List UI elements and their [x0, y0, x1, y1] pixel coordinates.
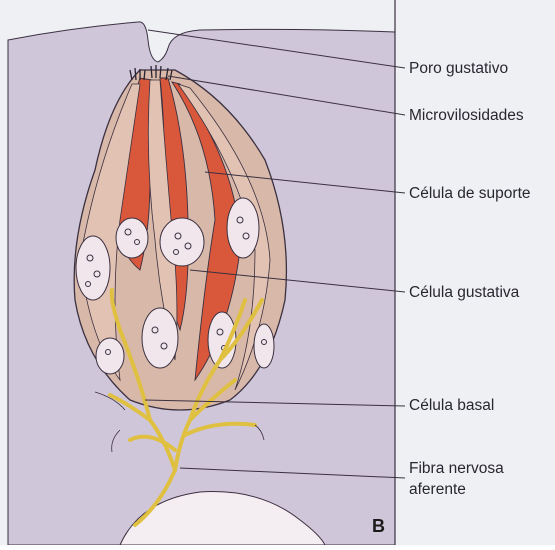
nucleus: [160, 218, 204, 266]
nucleus: [142, 308, 178, 368]
nucleus: [254, 324, 274, 368]
nucleus: [227, 198, 259, 258]
panel-letter: B: [372, 516, 385, 537]
nucleus: [96, 338, 124, 374]
label-basal-cell: Célula basal: [409, 397, 494, 415]
nucleus: [76, 236, 110, 300]
nucleus: [116, 218, 148, 258]
label-afferent-fiber-line1: Fibra nervosa: [409, 460, 504, 478]
label-afferent-fiber-line2: aferente: [409, 481, 466, 499]
label-microvilli: Microvilosidades: [409, 107, 524, 125]
label-support-cell: Célula de suporte: [409, 185, 531, 203]
label-gustatory-cell: Célula gustativa: [409, 284, 519, 302]
label-taste-pore: Poro gustativo: [409, 60, 508, 78]
